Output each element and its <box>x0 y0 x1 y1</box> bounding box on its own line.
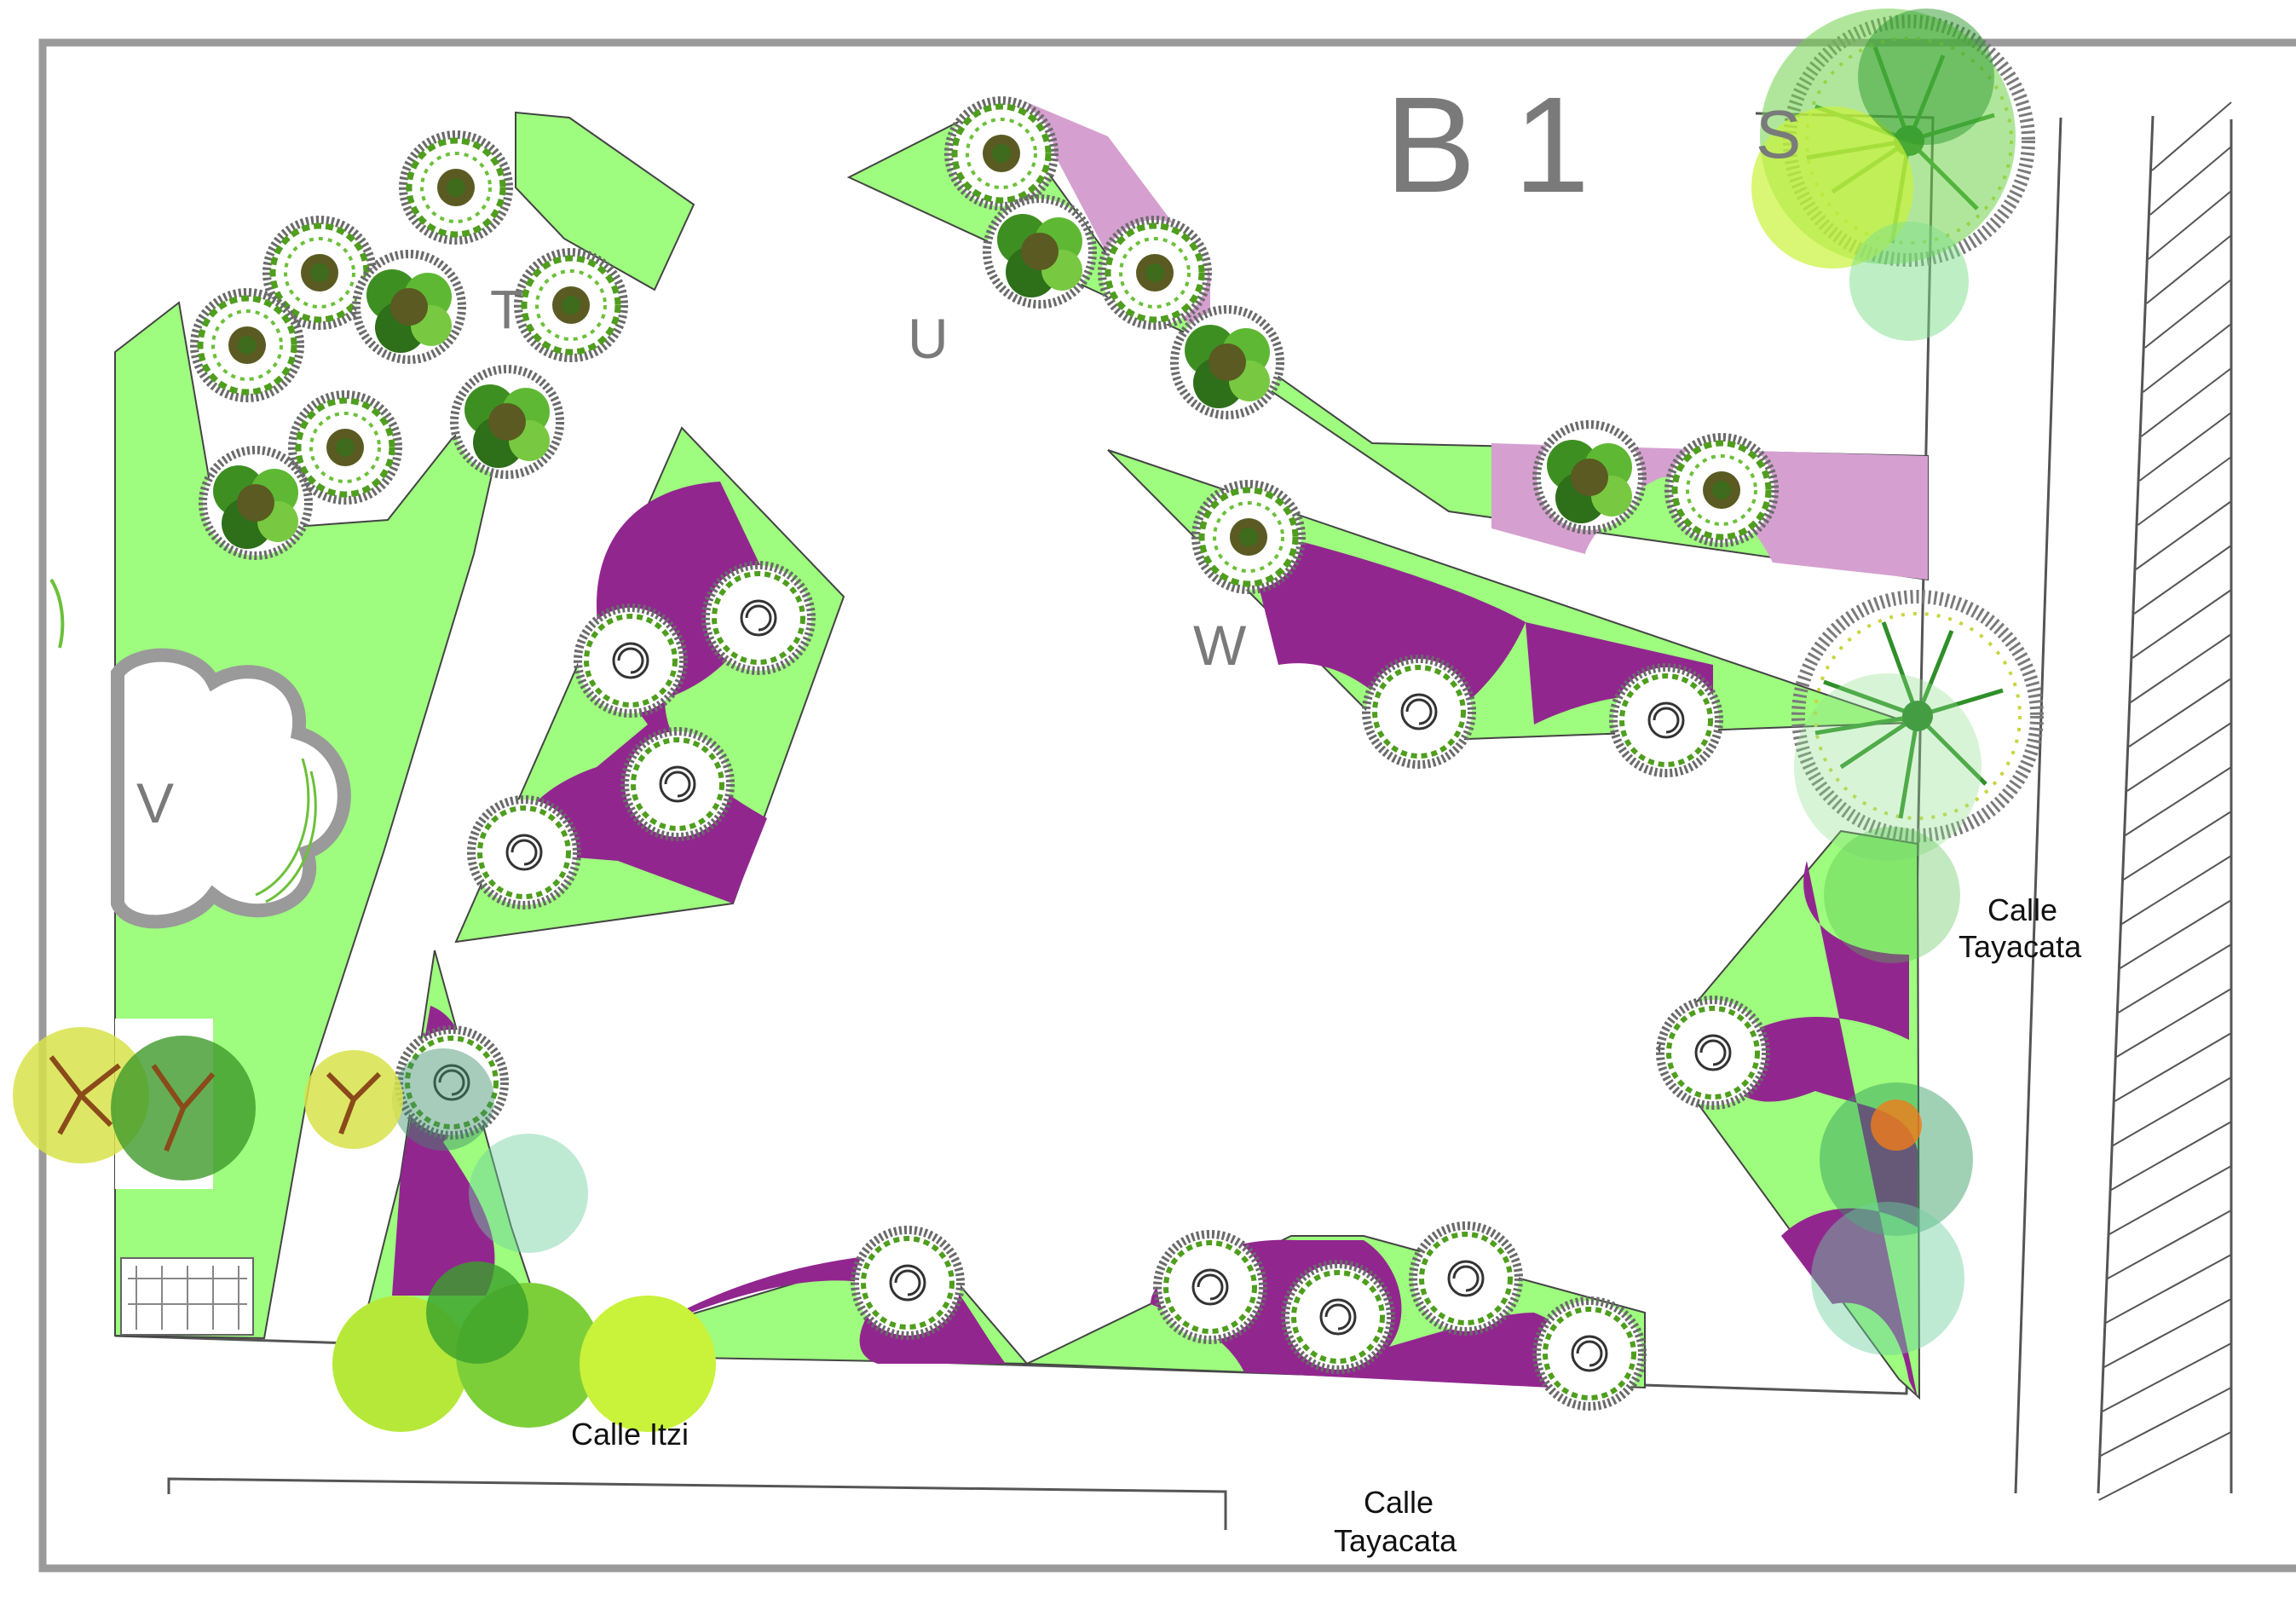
street-label-tayacata-south-2: Tayacata <box>1334 1523 1457 1558</box>
hatch-line <box>2105 1254 2232 1324</box>
zone-label-t: T <box>490 279 523 340</box>
hatch-line <box>2118 944 2232 1013</box>
site-boundary <box>38 38 2296 1573</box>
street-label-tayacata-east-2: Tayacata <box>1959 929 2082 964</box>
south-street-line <box>167 1477 1227 1530</box>
zone-label-s: S <box>1756 96 1801 172</box>
hatch-line <box>2146 234 2232 304</box>
zone-v-plaza <box>49 578 351 929</box>
hatch-line <box>2121 855 2232 925</box>
hatch-line <box>2109 1165 2232 1235</box>
hatch-line <box>2115 988 2232 1058</box>
hatch-line <box>2132 589 2232 659</box>
hatch-line <box>2140 367 2232 437</box>
hatch-line <box>2112 1077 2232 1146</box>
hatch-line <box>2151 101 2232 171</box>
canopy-east <box>1794 673 1982 1355</box>
hatch-line <box>2143 323 2232 393</box>
hatch-line <box>2126 722 2232 792</box>
east-street <box>2014 101 2233 1501</box>
canopy-west <box>13 1027 403 1180</box>
hatch-line <box>2133 545 2232 615</box>
hatch-line <box>2144 279 2232 349</box>
entrance-grid <box>120 1257 254 1336</box>
hatch-line <box>2102 1342 2232 1412</box>
hatch-line <box>2123 811 2232 880</box>
canopy-northeast <box>1751 9 2016 341</box>
street-label-itzi: Calle Itzi <box>571 1417 689 1452</box>
hatch-line <box>2135 500 2232 570</box>
zone-label-w: W <box>1193 614 1247 677</box>
hatch-line <box>2107 1209 2232 1279</box>
hatch-line <box>2138 412 2232 482</box>
street-label-tayacata-east-1: Calle <box>1987 892 2057 927</box>
hatch-line <box>2100 1387 2232 1457</box>
hatch-line <box>2148 190 2232 260</box>
hatch-line <box>2103 1298 2232 1368</box>
hatch-line <box>2120 899 2232 969</box>
hatch-line <box>2098 1431 2232 1501</box>
hatch-line <box>2137 456 2232 526</box>
hatch-line <box>2130 633 2232 703</box>
hatch-line <box>2149 146 2232 216</box>
hatch-line <box>2114 1032 2232 1102</box>
hatch-line <box>2128 678 2232 748</box>
street-label-tayacata-south-1: Calle <box>1364 1485 1434 1520</box>
zone-label-v: V <box>136 771 174 834</box>
block-label: B 1 <box>1385 68 1589 221</box>
hatch-line <box>2110 1121 2232 1191</box>
canopy-southwest <box>332 1048 716 1432</box>
zone-label-u: U <box>908 307 949 370</box>
hatch-line <box>2125 766 2232 836</box>
sidewalk-hatching <box>2098 101 2232 1501</box>
labels: B 1 S T U V W Calle Itzi Calle Tayacata … <box>136 68 2082 1558</box>
